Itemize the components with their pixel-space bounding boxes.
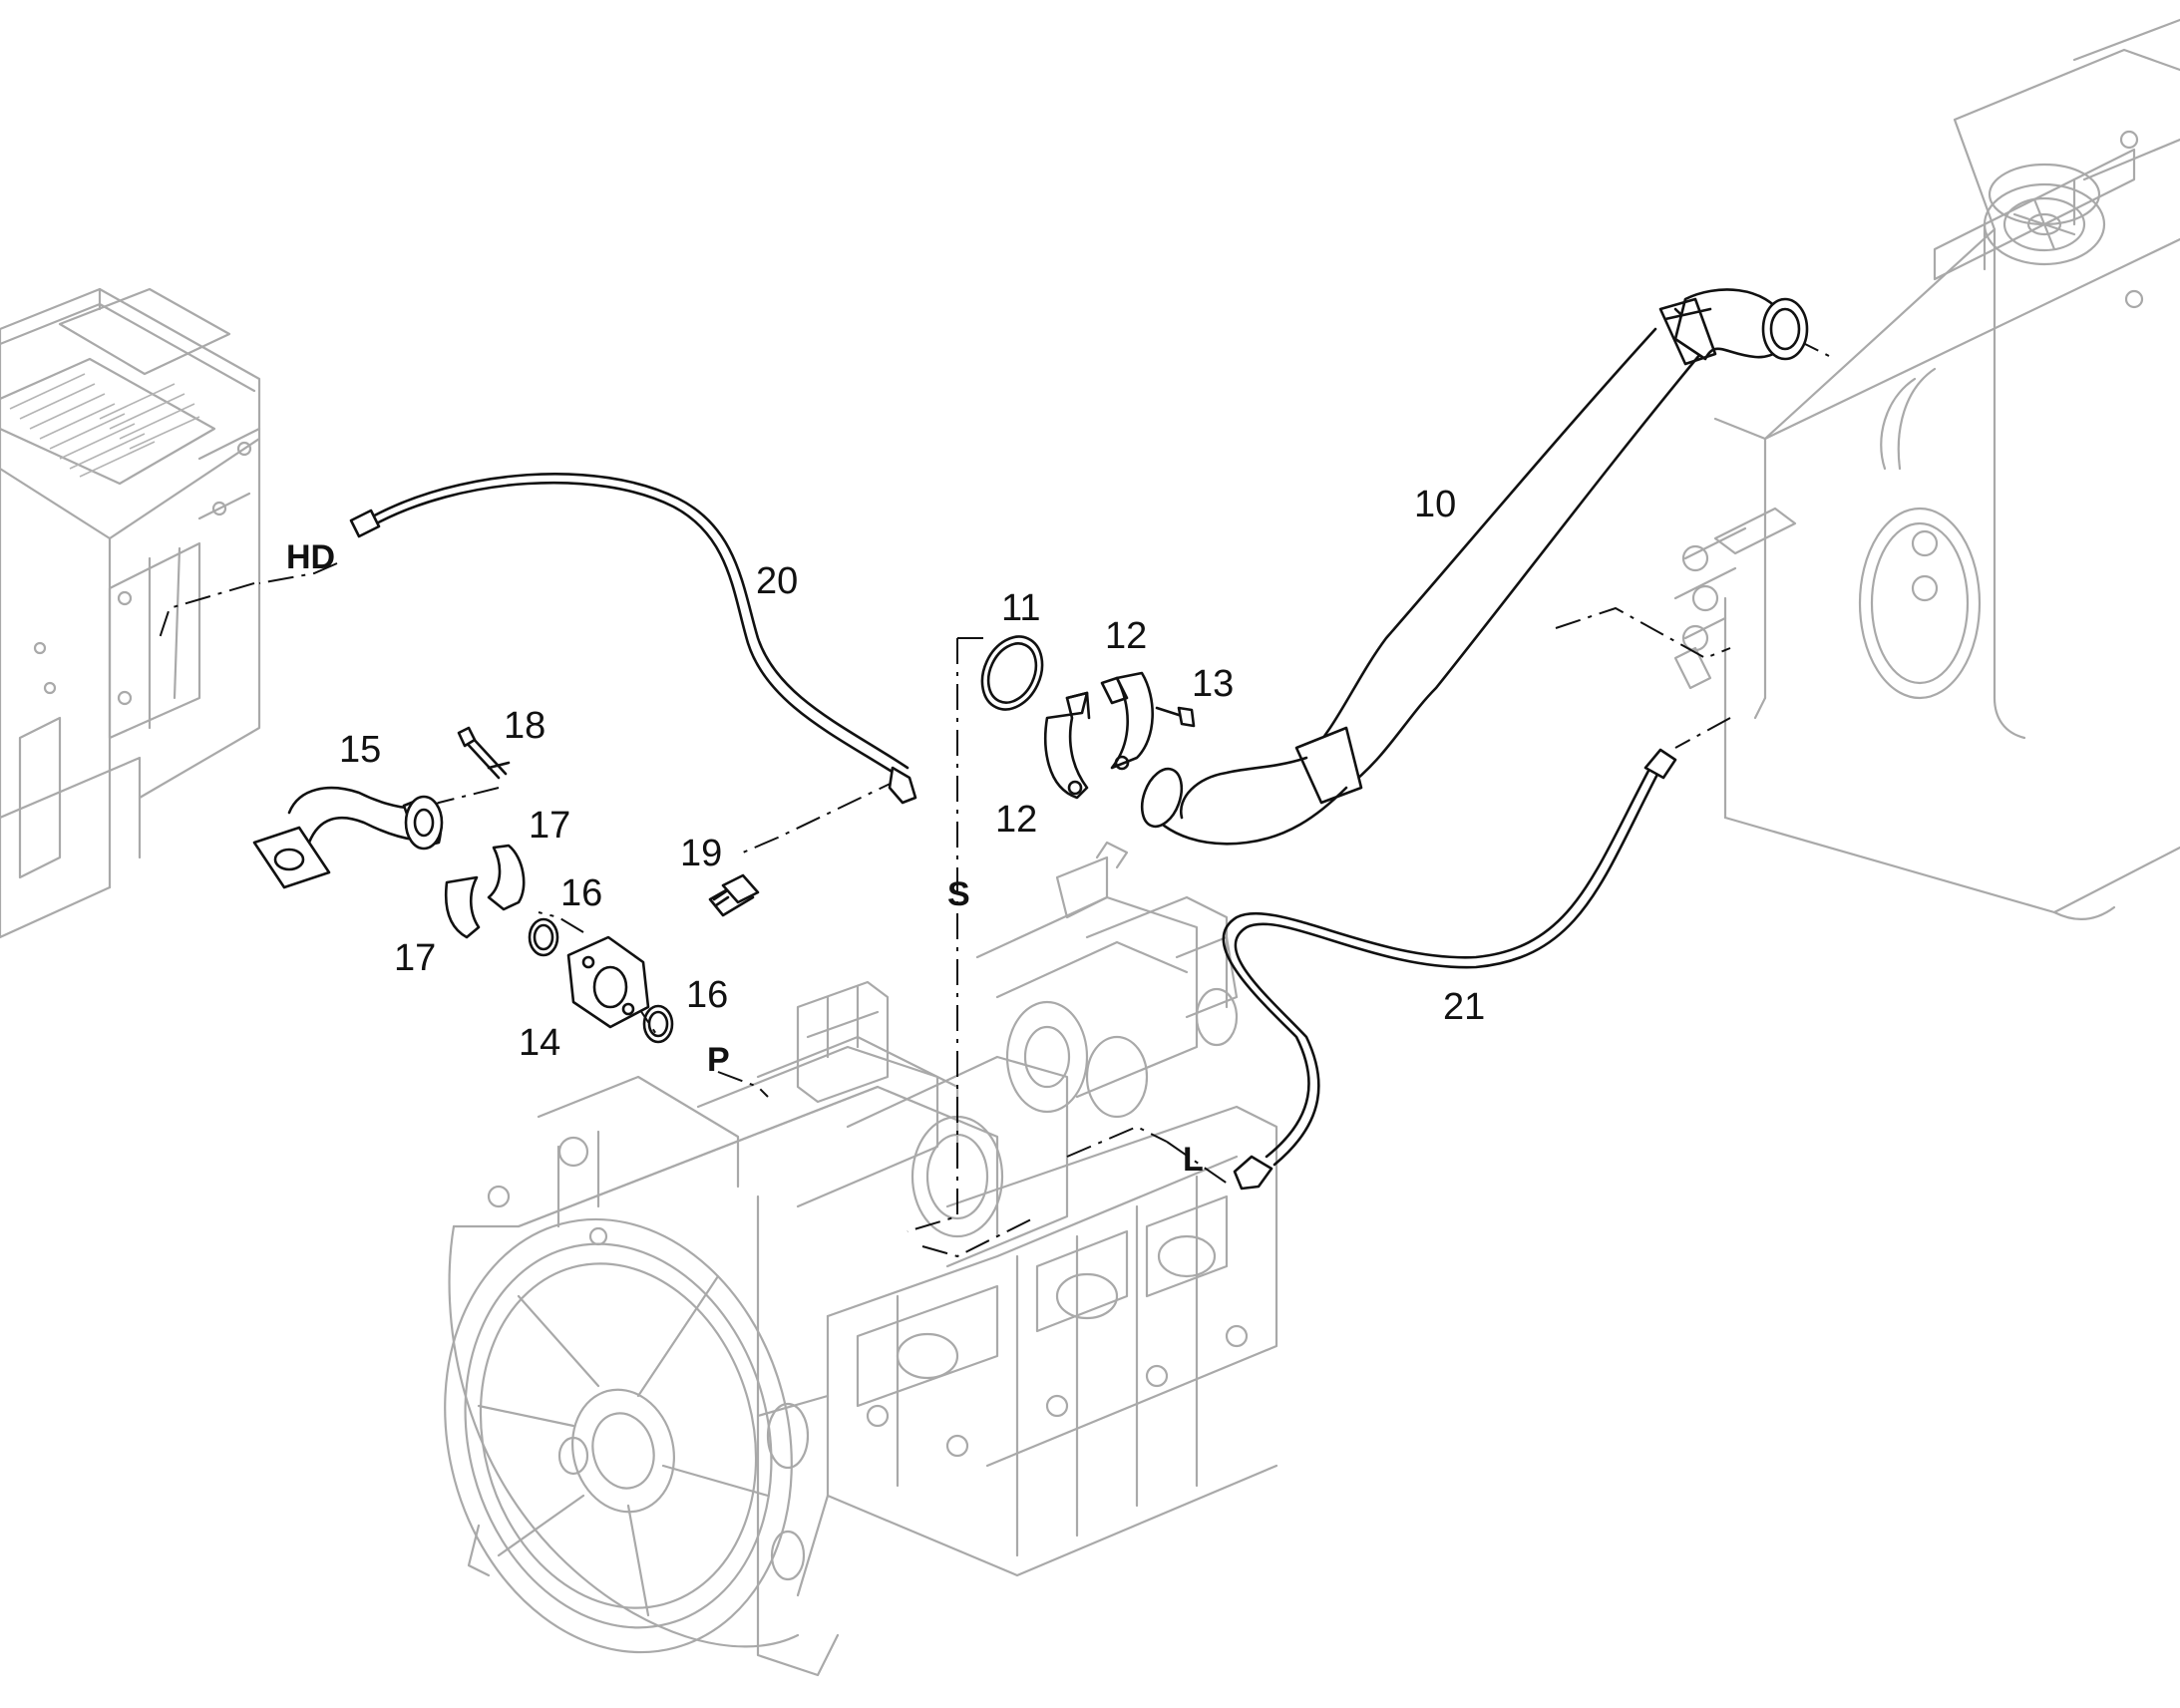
split-flange-17b[interactable] — [487, 844, 526, 911]
hydraulic-tank — [1673, 18, 2180, 921]
o-ring-16a[interactable] — [528, 917, 559, 957]
label-part-15: 15 — [339, 729, 381, 771]
bolt-18[interactable] — [457, 726, 511, 780]
label-port-p: P — [707, 1041, 730, 1079]
label-part-16-lower: 16 — [686, 974, 728, 1016]
label-part-18: 18 — [504, 705, 545, 747]
label-part-13: 13 — [1192, 663, 1234, 705]
label-part-10: 10 — [1414, 484, 1456, 525]
label-part-21: 21 — [1443, 986, 1485, 1028]
split-flange-17a[interactable] — [444, 875, 481, 939]
transmission-pump-assembly — [444, 841, 1278, 1677]
suction-hose-10[interactable] — [1135, 288, 1809, 846]
label-part-17-upper: 17 — [529, 805, 570, 847]
split-flange-12b[interactable] — [1100, 671, 1154, 771]
label-part-12-upper: 12 — [1105, 615, 1147, 657]
bolt-13[interactable] — [1155, 706, 1196, 728]
label-part-11: 11 — [1001, 587, 1040, 629]
label-port-l: L — [1183, 1141, 1204, 1179]
label-part-14: 14 — [519, 1022, 560, 1064]
label-part-12-lower: 12 — [995, 799, 1037, 841]
fitting-19[interactable] — [708, 873, 760, 917]
label-part-20: 20 — [756, 560, 798, 602]
hose-21[interactable] — [1222, 748, 1677, 1191]
label-port-hd: HD — [286, 538, 335, 576]
callout-labels: 10 11 12 12 13 14 15 16 16 17 17 18 19 2… — [286, 484, 1485, 1179]
label-port-s: S — [947, 875, 970, 913]
label-part-17-lower: 17 — [394, 937, 436, 979]
split-flange-12a[interactable] — [1044, 691, 1091, 800]
flange-adapter-14[interactable] — [566, 935, 650, 1029]
label-part-19: 19 — [680, 833, 722, 874]
o-ring-16b[interactable] — [642, 1004, 674, 1044]
label-part-16-upper: 16 — [560, 872, 602, 914]
alignment-lines — [159, 338, 1836, 1258]
pipe-elbow-15[interactable] — [252, 786, 444, 889]
cooler-assembly — [0, 287, 261, 939]
o-ring-11[interactable] — [971, 627, 1054, 720]
hose-20[interactable] — [349, 473, 917, 805]
